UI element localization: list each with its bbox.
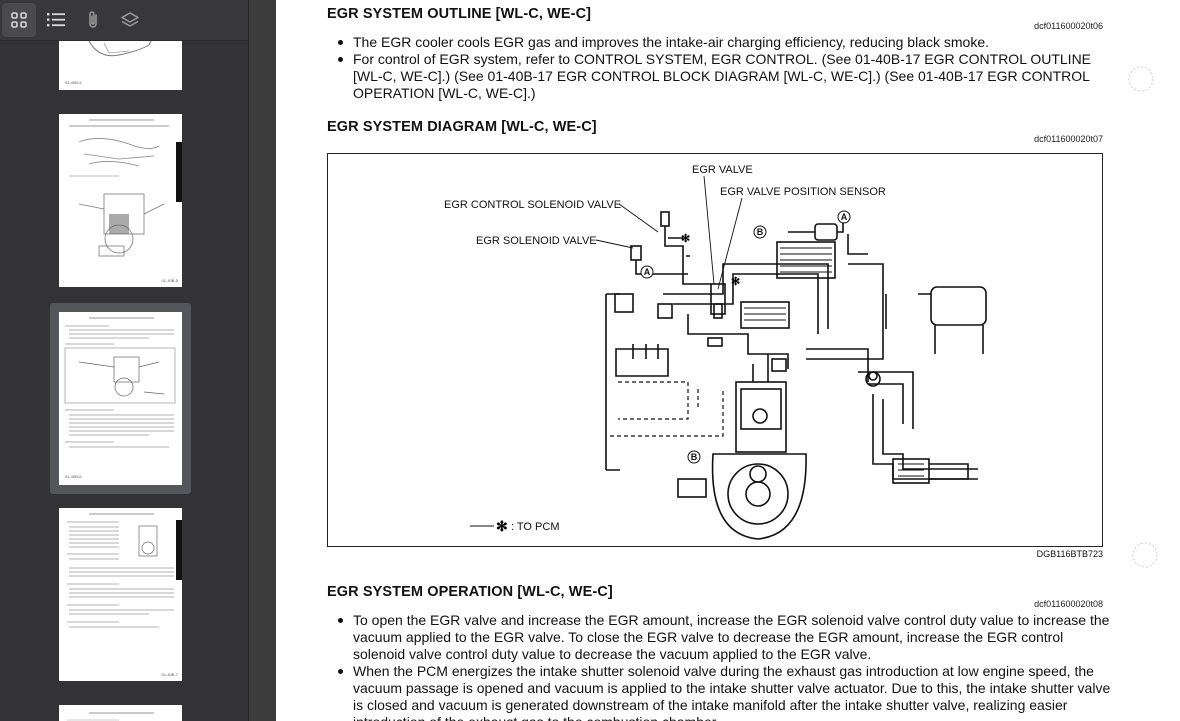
sidebar: 01-40B-5 01-40B-5	[0, 0, 249, 721]
list-icon	[47, 13, 65, 27]
section-ref-code: dcf011600020t06	[1034, 21, 1103, 31]
paperclip-icon	[89, 11, 97, 28]
document-page: EGR SYSTEM OUTLINE [WL-C, WE-C] dcf01160…	[276, 0, 1180, 721]
thumbnail-page-label: 01-40B-5	[65, 80, 82, 85]
scan-artifact-mark	[1132, 542, 1158, 568]
section-ref-code: dcf011600020t07	[1034, 134, 1103, 144]
bullet-item: To open the EGR valve and increase the E…	[336, 612, 1111, 663]
egr-system-diagram: EGR VALVE EGR VALVE POSITION SENSOR EGR …	[327, 153, 1103, 547]
page-thumbnail-selected[interactable]: 01-40B-6	[50, 303, 191, 494]
svg-text:✻: ✻	[731, 276, 740, 288]
page-gutter	[250, 0, 276, 721]
page-thumbnail[interactable]: 01-40B-5	[59, 41, 182, 90]
layers-view-button[interactable]	[113, 3, 147, 37]
svg-text:✻: ✻	[681, 233, 690, 245]
marker-b: B	[691, 452, 698, 462]
section-heading: EGR SYSTEM OPERATION [WL-C, WE-C]	[327, 584, 613, 600]
label-egr-control-solenoid-valve: EGR CONTROL SOLENOID VALVE	[444, 199, 621, 211]
label-egr-valve-position-sensor: EGR VALVE POSITION SENSOR	[720, 186, 886, 198]
section-ref-code: dcf011600020t08	[1034, 599, 1103, 609]
marker-a: A	[841, 212, 848, 222]
attachments-view-button[interactable]	[76, 3, 110, 37]
layers-icon	[121, 12, 139, 27]
thumbnail-tab-marker	[176, 520, 182, 580]
thumbnails-view-button[interactable]	[2, 3, 36, 37]
scan-artifact-mark	[1128, 66, 1154, 92]
bullet-item: When the PCM energizes the intake shutte…	[336, 663, 1111, 721]
bullet-list: The EGR cooler cools EGR gas and improve…	[336, 34, 1111, 102]
thumbnail-page-label: 01-40B-6	[65, 474, 82, 479]
marker-b: B	[757, 227, 764, 237]
bullet-item: The EGR cooler cools EGR gas and improve…	[336, 34, 1111, 51]
thumbnail-page-label: 01-40B-7	[161, 672, 178, 677]
bullet-list: To open the EGR valve and increase the E…	[336, 612, 1111, 721]
outline-view-button[interactable]	[39, 3, 73, 37]
section-heading: EGR SYSTEM OUTLINE [WL-C, WE-C]	[327, 6, 592, 22]
page-thumbnail[interactable]: 01-40B-7	[59, 508, 182, 681]
diagram-code: DGB116BTB723	[1036, 549, 1103, 559]
marker-a: A	[644, 267, 651, 277]
bullet-item: For control of EGR system, refer to CONT…	[336, 51, 1096, 102]
thumbnail-tab-marker	[176, 142, 182, 202]
page-thumbnail[interactable]	[59, 705, 182, 721]
section-heading: EGR SYSTEM DIAGRAM [WL-C, WE-C]	[327, 119, 597, 135]
svg-text:✻: ✻	[496, 518, 508, 534]
thumbnail-page-label: 01-40B-5	[161, 278, 178, 283]
grid-icon	[11, 12, 27, 28]
label-egr-solenoid-valve: EGR SOLENOID VALVE	[476, 235, 597, 247]
label-egr-valve: EGR VALVE	[692, 164, 753, 176]
label-to-pcm: : TO PCM	[511, 521, 560, 533]
sidebar-toolbar	[0, 0, 248, 41]
page-thumbnail[interactable]: 01-40B-5	[59, 114, 182, 287]
